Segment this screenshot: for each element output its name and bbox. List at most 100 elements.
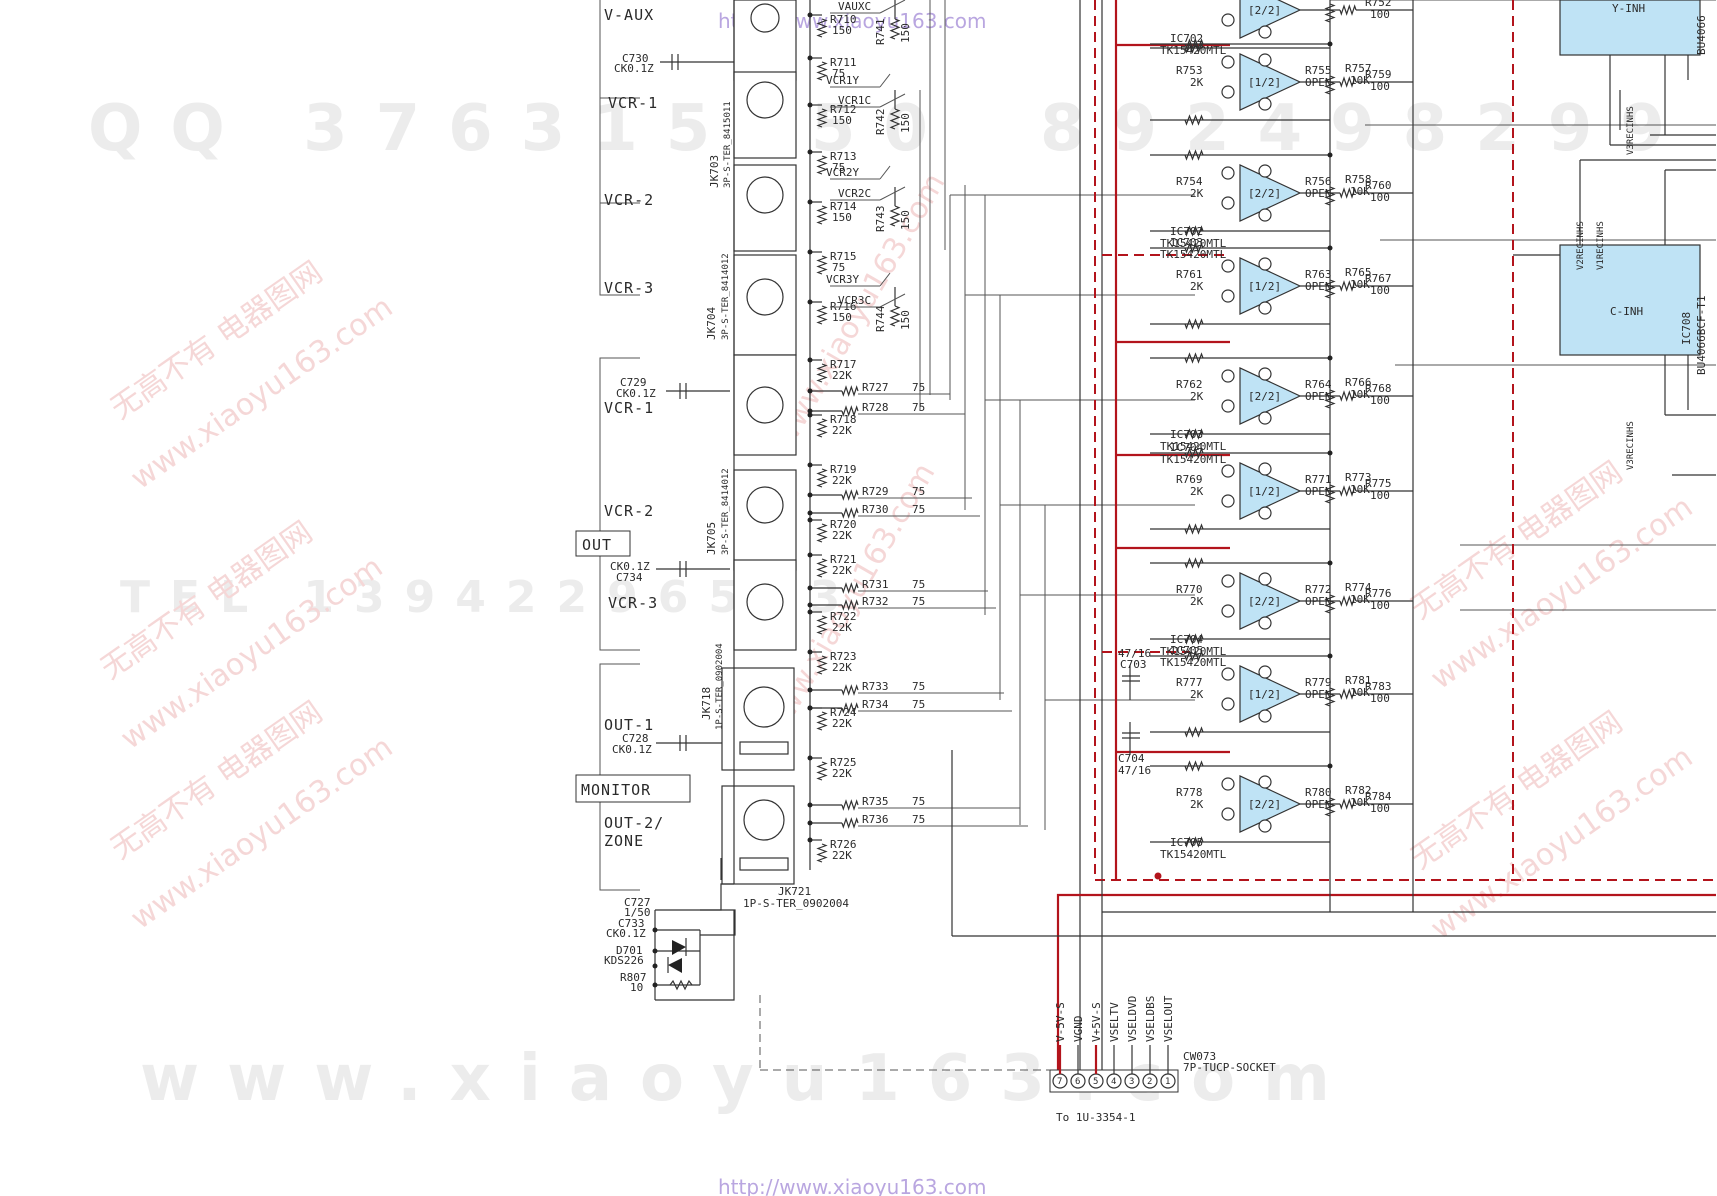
amp-rf-value: OPEN bbox=[1305, 76, 1332, 89]
input-resistor-value: 22K bbox=[832, 849, 852, 862]
amp-ro-value: 100 bbox=[1370, 80, 1390, 93]
input-resistor-value: 150 bbox=[832, 211, 852, 224]
connector-pin-number: 3 bbox=[1129, 1077, 1134, 1087]
input-resistor-name: R722 bbox=[830, 610, 857, 623]
connector-pin-label: VGND bbox=[1072, 1016, 1085, 1043]
amp-rt: R757 bbox=[1345, 62, 1372, 75]
input-resistor-name: R721 bbox=[830, 553, 857, 566]
amp-ic: IC704 bbox=[1170, 633, 1203, 646]
vertical-resistor-name: R744 bbox=[874, 305, 887, 332]
amp-rt: R774 bbox=[1345, 581, 1372, 594]
series-resistor-value: 75 bbox=[912, 795, 925, 808]
label-vcr2-in: VCR-2 bbox=[604, 191, 654, 209]
amp-rg-value: 2K bbox=[1190, 280, 1204, 293]
jack-jk721 bbox=[721, 785, 795, 885]
amp-rf-value: OPEN bbox=[1305, 595, 1332, 608]
amp-rt: R765 bbox=[1345, 266, 1372, 279]
series-resistor-r730: R730 75 bbox=[807, 503, 925, 519]
series-resistor-name: R735 bbox=[862, 795, 889, 808]
series-resistor-name: R736 bbox=[862, 813, 889, 826]
jk721-part: 1P-S-TER_0902004 bbox=[743, 897, 849, 910]
input-resistor-value: 22K bbox=[832, 424, 852, 437]
amp-ro: R775 bbox=[1365, 477, 1392, 490]
amplifier-5: [2/2]IC703TK15420MTLR7622KR764OPENR76610… bbox=[1150, 352, 1413, 453]
series-resistor-value: 75 bbox=[912, 503, 925, 516]
amp-unit: [2/2] bbox=[1248, 4, 1281, 17]
c733-name: C733 bbox=[618, 917, 645, 930]
label-vcr3-in: VCR-3 bbox=[604, 279, 654, 297]
amp-rt: R766 bbox=[1345, 376, 1372, 389]
d701-name: D701 bbox=[616, 944, 643, 957]
c734-name: C734 bbox=[616, 571, 643, 584]
amp-ro: R784 bbox=[1365, 790, 1392, 803]
connector-pin-label: V-5V-S bbox=[1054, 1002, 1067, 1042]
amp-rt-value: 10K bbox=[1350, 796, 1370, 809]
amplifier-8: [1/2]IC705TK15420MTLR7772KR779OPENR78110… bbox=[1150, 644, 1413, 738]
label-out: OUT bbox=[582, 536, 612, 554]
watermark-diag-9: 无高不有 电器图网 bbox=[1405, 705, 1629, 877]
amplifier-stages: [2/2]IC701TK15420MTLR752100[1/2]IC702TK1… bbox=[1150, 0, 1413, 861]
net-label: VCR2C bbox=[838, 187, 871, 200]
switch-signal-2: V2RECINHS bbox=[1576, 221, 1586, 270]
amp-part: TK15420MTL bbox=[1160, 453, 1227, 466]
amp-ic: IC702 bbox=[1170, 32, 1203, 45]
input-resistor-name: R720 bbox=[830, 518, 857, 531]
amp-unit: [1/2] bbox=[1248, 485, 1281, 498]
amp-unit: [2/2] bbox=[1248, 798, 1281, 811]
watermark-diag-7: 无高不有 电器图网 bbox=[1405, 455, 1629, 627]
series-resistor-name: R730 bbox=[862, 503, 889, 516]
label-out1: OUT-1 bbox=[604, 716, 654, 734]
input-resistor-value: 75 bbox=[832, 261, 845, 274]
switch-ic-top bbox=[1513, 0, 1716, 476]
amp-ic: IC703 bbox=[1170, 236, 1203, 249]
label-vcr2-out: VCR-2 bbox=[604, 502, 654, 520]
amp-unit: [1/2] bbox=[1248, 280, 1281, 293]
amp-unit: [2/2] bbox=[1248, 595, 1281, 608]
series-resistor-r735: R735 75 bbox=[807, 795, 925, 811]
amp-ro-value: 100 bbox=[1370, 284, 1390, 297]
jk705-part: 3P-S-TER_8414012 bbox=[721, 468, 731, 555]
amp-part: TK15420MTL bbox=[1160, 248, 1227, 261]
connector-dest: To 1U-3354-1 bbox=[1056, 1111, 1135, 1124]
c703-name: C703 bbox=[1120, 658, 1147, 671]
connector-pin-number: 2 bbox=[1147, 1077, 1152, 1087]
net-label: VCR1Y bbox=[826, 74, 859, 87]
connector-pin-number: 6 bbox=[1075, 1077, 1080, 1087]
input-resistor-name: R712 bbox=[830, 103, 857, 116]
amp-ro-value: 100 bbox=[1370, 191, 1390, 204]
c704-name: C704 bbox=[1118, 752, 1145, 765]
connector-pin-label: VSELDVD bbox=[1126, 996, 1139, 1042]
amp-rt: R758 bbox=[1345, 173, 1372, 186]
r807-value: 10 bbox=[630, 981, 643, 994]
amp-rt-value: 10K bbox=[1350, 686, 1370, 699]
jk705-name: JK705 bbox=[705, 522, 718, 555]
amplifier-3: [2/2]IC702TK15420MTLR7542KR756OPENR75810… bbox=[1150, 149, 1413, 250]
net-label: VCR1C bbox=[838, 94, 871, 107]
connector-pin-number: 7 bbox=[1057, 1077, 1062, 1087]
amp-part: TK15420MTL bbox=[1160, 848, 1227, 861]
c730-name: C730 bbox=[622, 52, 649, 65]
amp-ro-value: 100 bbox=[1370, 8, 1390, 21]
watermark-qq: QQ 376315150 bbox=[88, 92, 956, 166]
input-resistor-value: 22K bbox=[832, 369, 852, 382]
amp-ic: IC702 bbox=[1170, 225, 1203, 238]
amp-rf-value: OPEN bbox=[1305, 485, 1332, 498]
label-out2: OUT-2/ bbox=[604, 814, 664, 832]
input-resistor-name: R719 bbox=[830, 463, 857, 476]
c727-name: C727 bbox=[624, 896, 651, 909]
series-resistor-value: 75 bbox=[912, 578, 925, 591]
amp-rt-value: 10K bbox=[1350, 483, 1370, 496]
jack-jk718 bbox=[721, 667, 795, 771]
c733-value: CK0.1Z bbox=[606, 927, 646, 940]
